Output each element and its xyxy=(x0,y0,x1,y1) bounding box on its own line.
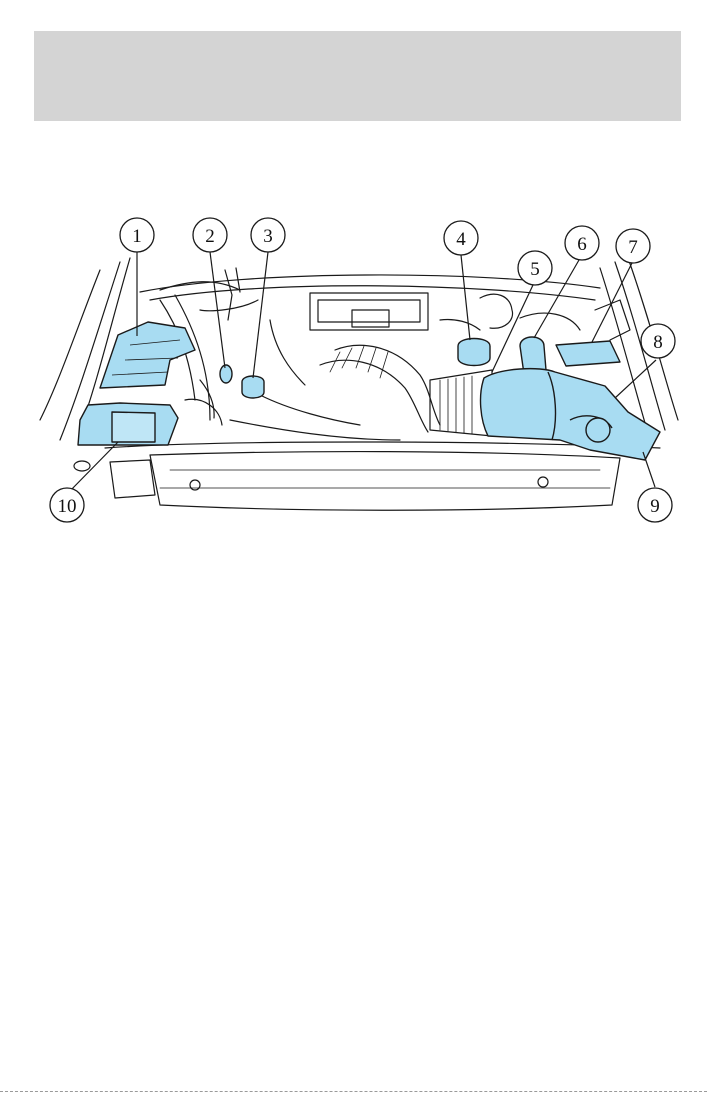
callout-label-1: 1 xyxy=(132,226,142,247)
callout-label-4: 4 xyxy=(456,229,466,250)
callout-label-9: 9 xyxy=(650,496,660,517)
page-bottom-rule xyxy=(0,1091,707,1092)
callout-label-7: 7 xyxy=(628,237,638,258)
component-3 xyxy=(242,376,264,398)
callout-label-2: 2 xyxy=(205,226,215,247)
callout-label-5: 5 xyxy=(530,259,540,280)
leader-line-4 xyxy=(461,255,470,340)
leader-line-7 xyxy=(592,263,632,342)
component-7 xyxy=(556,341,620,366)
callout-label-10: 10 xyxy=(58,496,77,517)
callout-label-6: 6 xyxy=(577,234,587,255)
leader-line-9 xyxy=(643,452,655,487)
component-2 xyxy=(220,365,232,383)
component-1 xyxy=(100,322,195,388)
leader-line-3 xyxy=(253,252,268,378)
callout-label-8: 8 xyxy=(653,332,663,353)
page-header-band xyxy=(34,31,681,121)
component-4 xyxy=(458,339,490,366)
callout-label-3: 3 xyxy=(263,226,273,247)
engine-compartment-diagram: 1 2 3 4 5 6 7 8 9 10 xyxy=(30,205,680,525)
